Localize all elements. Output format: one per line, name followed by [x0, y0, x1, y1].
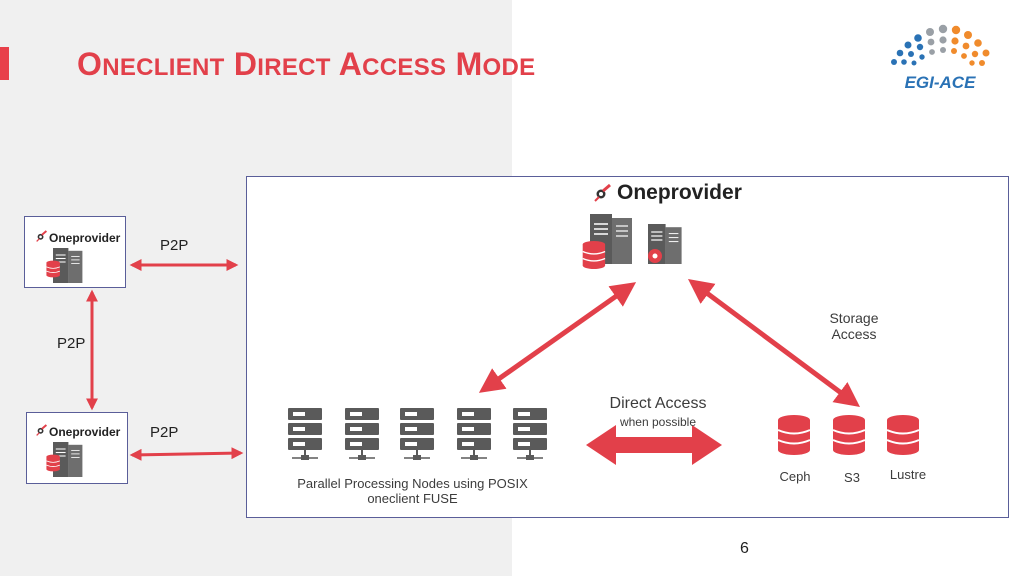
- title-word: DIRECT: [233, 46, 331, 82]
- nodes-caption: Parallel Processing Nodes using POSIX on…: [280, 476, 545, 506]
- s3-database-icon: [832, 414, 866, 456]
- processing-node-icon: [512, 407, 548, 461]
- oneprovider-logo-icon: [35, 230, 48, 243]
- lustre-database-icon: [886, 414, 920, 456]
- p2p-label: P2P: [57, 335, 86, 352]
- remote-provider-name: Oneprovider: [49, 231, 121, 245]
- p2p-arrow-bottom: [129, 447, 244, 461]
- slide-title: ONECLIENT DIRECT ACCESS MODE: [77, 46, 535, 83]
- title-word: ACCESS: [338, 46, 447, 82]
- lustre-label: Lustre: [889, 467, 927, 482]
- oneprovider-logo-icon: [593, 183, 612, 203]
- remote-provider-server-icon: [45, 247, 83, 284]
- s3-label: S3: [844, 470, 860, 485]
- storage-access-line1: Storage: [829, 310, 879, 326]
- nodes-caption-line2: oneclient FUSE: [367, 491, 458, 506]
- page-number: 6: [740, 540, 749, 557]
- storage-access-arrow: [687, 279, 861, 407]
- processing-node-icon: [287, 407, 323, 461]
- logo-dots: [891, 24, 990, 66]
- processing-node-icon: [344, 407, 380, 461]
- remote-provider-name: Oneprovider: [49, 425, 121, 439]
- storage-access-label: Storage Access: [812, 310, 896, 342]
- processing-node-icon: [456, 407, 492, 461]
- egi-ace-logo: EGI-ACE: [891, 24, 990, 92]
- title-word: MODE: [455, 46, 536, 82]
- main-provider-name: Oneprovider: [617, 181, 742, 204]
- direct-access-subtitle: when possible: [619, 415, 697, 429]
- remote-provider-server-icon: [45, 441, 83, 478]
- nodes-caption-line1: Parallel Processing Nodes using POSIX: [297, 476, 528, 491]
- ceph-label: Ceph: [779, 469, 811, 484]
- oneprovider-logo-icon: [35, 424, 48, 437]
- ceph-database-icon: [777, 414, 811, 456]
- nodes-to-provider-arrow: [478, 282, 637, 393]
- p2p-label: P2P: [160, 237, 189, 254]
- p2p-label: P2P: [150, 424, 179, 441]
- main-provider-server-icon: [582, 213, 683, 270]
- direct-access-title: Direct Access: [609, 395, 707, 412]
- processing-node-icon: [399, 407, 435, 461]
- title-accent-bar: [0, 47, 9, 80]
- logo-text: EGI-ACE: [905, 73, 977, 92]
- direct-access-arrow: [586, 425, 722, 465]
- processing-nodes: [287, 407, 548, 461]
- title-word: ONECLIENT: [77, 46, 225, 82]
- storage-access-line2: Access: [831, 326, 877, 342]
